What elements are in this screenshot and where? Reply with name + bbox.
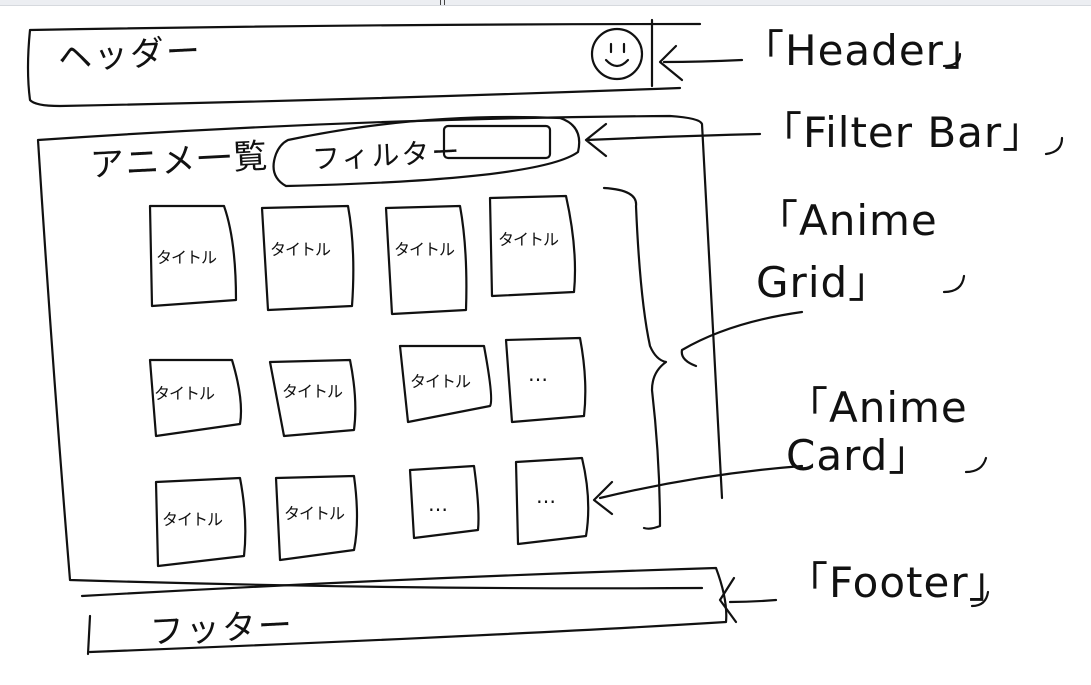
filter-arrow bbox=[584, 122, 762, 158]
header-annotation: 「Header」 bbox=[742, 26, 987, 75]
anime-card-4[interactable]: タイトル bbox=[498, 230, 559, 249]
card-outline-2 bbox=[260, 204, 355, 312]
anime-card-3[interactable]: タイトル bbox=[394, 240, 455, 259]
anime-card-10[interactable]: タイトル bbox=[284, 504, 345, 523]
card-outline-6 bbox=[268, 358, 357, 438]
smiley-icon bbox=[590, 27, 644, 81]
main-container-outline bbox=[36, 114, 724, 590]
anime-card-annotation: 「Anime Card」 bbox=[786, 383, 968, 480]
card-outline-11 bbox=[408, 464, 480, 540]
filter-input-outline bbox=[442, 124, 552, 160]
grid-arrow bbox=[680, 310, 804, 368]
window-top-bar bbox=[0, 0, 1091, 6]
anime-card-11[interactable]: … bbox=[428, 492, 448, 516]
anime-card-5[interactable]: タイトル bbox=[154, 384, 215, 403]
filter-bar-outline bbox=[272, 115, 581, 188]
filter-label: フィルター bbox=[311, 135, 463, 176]
card-outline-3 bbox=[384, 204, 468, 316]
header-arrow bbox=[658, 44, 744, 82]
header-box bbox=[26, 18, 702, 108]
filter-input[interactable] bbox=[446, 128, 548, 156]
card-outline-7 bbox=[398, 344, 493, 424]
header-title: ヘッダー bbox=[57, 31, 203, 79]
anime-card-9[interactable]: タイトル bbox=[162, 510, 223, 529]
footer-box bbox=[80, 566, 728, 656]
page-title: アニメ一覧 bbox=[89, 136, 271, 186]
footer-title: フッター bbox=[149, 605, 295, 653]
filter-bar-annotation: 「Filter Bar」 bbox=[760, 108, 1046, 157]
card-outline-1 bbox=[148, 204, 238, 308]
card-outline-12 bbox=[514, 456, 590, 546]
grid-brace bbox=[602, 186, 668, 530]
card-outline-9 bbox=[154, 476, 247, 568]
card-arrow bbox=[592, 464, 804, 516]
card-outline-8 bbox=[504, 336, 587, 424]
anime-card-7[interactable]: タイトル bbox=[410, 372, 471, 391]
footer-annotation: 「Footer」 bbox=[786, 558, 1012, 607]
anime-card-6[interactable]: タイトル bbox=[282, 382, 343, 401]
anime-card-2[interactable]: タイトル bbox=[270, 240, 331, 259]
anime-card-1[interactable]: タイトル bbox=[156, 248, 217, 267]
anime-card-12[interactable]: … bbox=[536, 484, 556, 508]
card-outline-5 bbox=[148, 358, 243, 438]
text-cursor bbox=[440, 0, 445, 5]
footer-arrow bbox=[718, 576, 778, 624]
card-outline-10 bbox=[274, 474, 359, 562]
anime-card-8[interactable]: … bbox=[528, 362, 548, 386]
anime-grid-annotation: 「Anime Grid」 bbox=[756, 196, 938, 307]
card-outline-4 bbox=[488, 194, 577, 298]
